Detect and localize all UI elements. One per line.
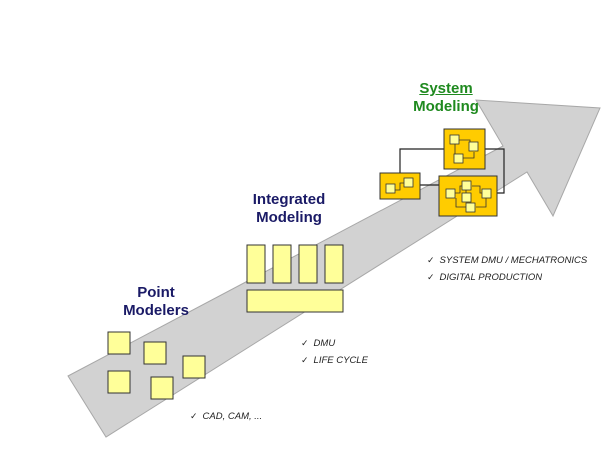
system-heading-line2: Modeling: [413, 98, 479, 115]
bullet-item: ✓ LIFE CYCLE: [301, 352, 368, 369]
integrated-modeling-heading: Integrated Modeling: [239, 191, 339, 227]
system-heading-line1: System: [419, 80, 473, 97]
integrated-column: [298, 244, 318, 284]
point-block: [150, 376, 174, 400]
bullet-text: CAD, CAM, ...: [202, 411, 263, 422]
bullet-text: DIGITAL PRODUCTION: [439, 272, 543, 283]
bullet-item: ✓ CAD, CAM, ...: [190, 408, 262, 425]
integrated-column: [272, 244, 292, 284]
bullet-text: SYSTEM DMU / MECHATRONICS: [439, 255, 588, 266]
point-modeler-blocks: [107, 331, 206, 400]
check-mark-icon: ✓: [301, 338, 309, 348]
point-block: [143, 341, 167, 365]
integrated-platform: [246, 289, 344, 313]
bullet-item: ✓ SYSTEM DMU / MECHATRONICS: [427, 252, 587, 269]
bullet-item: ✓ DMU: [301, 335, 368, 352]
integrated-heading-line1: Integrated: [252, 191, 326, 208]
point-block: [107, 331, 131, 355]
check-mark-icon: ✓: [190, 411, 198, 421]
system-module-large: [438, 175, 498, 217]
point-heading-line2: Modelers: [123, 302, 189, 319]
system-module-top: [443, 128, 486, 170]
integrated-modeling-blocks: [246, 244, 344, 313]
integrated-bullets: ✓ DMU ✓ LIFE CYCLE: [301, 335, 368, 369]
integrated-column: [246, 244, 266, 284]
bullet-text: DMU: [313, 338, 336, 349]
system-connectors: [399, 148, 505, 194]
point-block: [182, 355, 206, 379]
check-mark-icon: ✓: [427, 255, 435, 265]
system-bullets: ✓ SYSTEM DMU / MECHATRONICS ✓ DIGITAL PR…: [427, 252, 587, 286]
bullet-text: LIFE CYCLE: [313, 355, 368, 366]
check-mark-icon: ✓: [427, 272, 435, 282]
check-mark-icon: ✓: [301, 355, 309, 365]
system-modeling-heading: System Modeling: [396, 80, 496, 116]
integrated-column: [324, 244, 344, 284]
point-bullets: ✓ CAD, CAM, ...: [190, 408, 262, 425]
system-module-small: [379, 172, 421, 200]
integrated-heading-line2: Modeling: [256, 209, 322, 226]
point-modelers-heading: Point Modelers: [106, 284, 206, 320]
point-heading-line1: Point: [137, 284, 175, 301]
bullet-item: ✓ DIGITAL PRODUCTION: [427, 269, 587, 286]
point-block: [107, 370, 131, 394]
